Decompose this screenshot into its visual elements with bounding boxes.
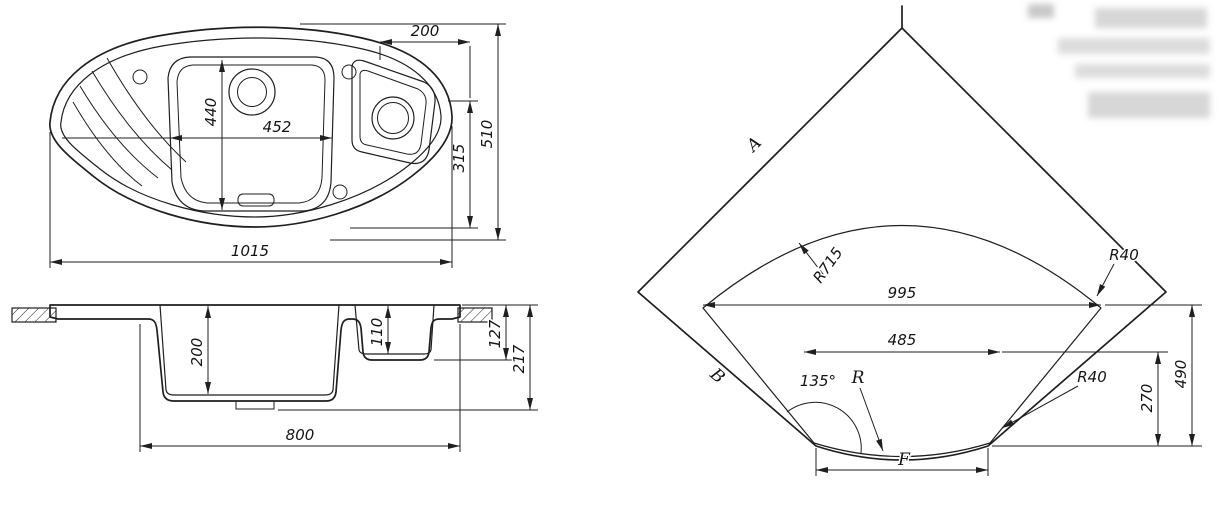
small-bowl-wing-inner — [359, 69, 427, 155]
main-bowl-drain-recess — [237, 193, 275, 207]
dim-label-270: 270 — [1138, 384, 1156, 413]
dim-135deg: 135° — [786, 371, 862, 454]
dim-top-452: 452 — [62, 117, 332, 141]
dim-sec-800: 800 — [139, 324, 461, 452]
small-bowl-wing-outer — [351, 59, 436, 165]
dim-r40-front: R40 — [1001, 367, 1108, 429]
dim-top-200: 200 — [379, 21, 471, 98]
dim-label-217: 217 — [510, 344, 528, 373]
dim-label-200-top: 200 — [411, 22, 440, 40]
drainboard-ridges — [72, 57, 187, 187]
dim-label-485: 485 — [888, 331, 917, 349]
dim-label-127: 127 — [486, 319, 504, 348]
section-view: 200 110 127 217 800 — [11, 304, 538, 452]
dim-995: 995 — [703, 283, 1101, 308]
dim-label-440: 440 — [202, 98, 220, 127]
dim-label-1015: 1015 — [231, 242, 269, 260]
dim-top-1015: 1015 — [49, 126, 453, 268]
edge-a-label: A — [742, 133, 766, 157]
sink-section-outer — [49, 304, 461, 402]
small-bowl-inner — [377, 102, 409, 134]
dim-sec-200: 200 — [187, 306, 211, 394]
main-bowl-inner — [176, 64, 326, 204]
dim-490: 490 — [992, 304, 1202, 447]
dim-label-800: 800 — [286, 426, 315, 444]
dim-label-490: 490 — [1172, 360, 1190, 389]
dim-sec-127: 127 — [434, 304, 538, 361]
dim-label-r: R — [851, 368, 865, 388]
counter-left-slab — [11, 307, 57, 323]
dim-r715: R715 — [798, 242, 848, 288]
small-bowl-outer — [371, 96, 415, 140]
sink-inner-rim — [60, 37, 442, 218]
corner-counter-outline — [637, 27, 1167, 461]
drain-outlet — [235, 400, 275, 410]
corner-sink-fan — [702, 224, 1102, 458]
main-bowl-outer — [167, 56, 335, 212]
dim-r40-right: R40 — [1096, 245, 1140, 297]
dim-label-f: F — [897, 450, 911, 470]
dim-label-995: 995 — [888, 284, 917, 302]
dim-top-315: 315 — [350, 100, 478, 229]
counter-right-slab — [457, 307, 493, 323]
dim-label-r40-right: R40 — [1109, 246, 1139, 264]
drain-hole-inner — [237, 77, 267, 107]
dim-top-440: 440 — [201, 60, 225, 210]
faucet-holes — [132, 64, 357, 200]
dim-label-135: 135° — [800, 372, 836, 390]
dim-label-110-depth: 110 — [368, 318, 386, 347]
dim-sec-217: 217 — [278, 305, 538, 411]
sink-section-inner — [159, 304, 435, 396]
dim-sec-110: 110 — [367, 306, 391, 354]
blurred-watermark — [1028, 4, 1210, 118]
dim-r-front: R — [849, 367, 884, 452]
dim-label-r40-front: R40 — [1077, 368, 1107, 386]
drain-hole-outer — [228, 68, 276, 116]
sink-outer-rim — [49, 26, 453, 228]
dim-label-510: 510 — [478, 120, 496, 149]
top-view: 200 440 452 315 510 — [49, 21, 506, 268]
faucet-hole-left — [132, 69, 148, 85]
faucet-hole-bottom-right — [332, 184, 348, 200]
dim-f: F — [815, 448, 989, 476]
dim-top-510: 510 — [300, 23, 506, 241]
dim-270: 270 — [1002, 351, 1168, 446]
faucet-hole-top-right — [341, 64, 357, 80]
dim-label-452: 452 — [263, 118, 292, 136]
dim-label-315: 315 — [450, 144, 468, 173]
dim-label-r715: R715 — [809, 244, 846, 286]
dim-485: 485 — [804, 330, 1000, 355]
dim-label-200-depth: 200 — [188, 338, 206, 367]
